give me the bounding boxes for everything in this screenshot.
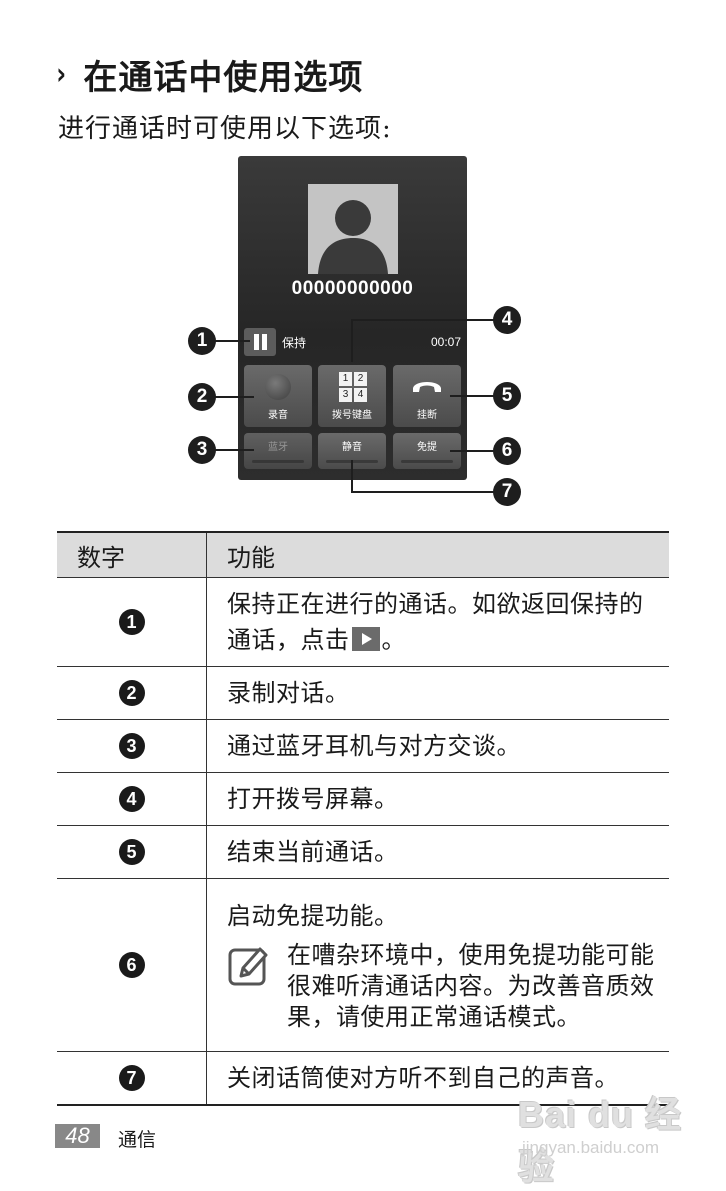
record-button[interactable]: 录音: [244, 365, 312, 427]
header-function: 功能: [206, 531, 669, 578]
row-number: 3: [118, 733, 145, 759]
bluetooth-label: 蓝牙: [268, 442, 288, 453]
page-number: 48: [55, 1124, 100, 1148]
note-text: 在嘈杂环境中，使用免提功能可能很难听清通话内容。为改善音质效果，请使用正常通话模…: [287, 940, 655, 1031]
row-text-suffix: 。: [381, 626, 406, 654]
baidu-watermark: Bai du 经验 jingyan.baidu.com: [518, 1086, 688, 1187]
table-row: 3 通过蓝牙耳机与对方交谈。: [57, 719, 669, 773]
callout-5: 5: [493, 382, 521, 410]
row-text: 打开拨号屏幕。: [227, 785, 399, 813]
chevron-icon: ›: [56, 57, 67, 92]
phone-number: 00000000000: [291, 278, 414, 299]
end-call-button[interactable]: 挂断: [393, 365, 461, 427]
keypad-key: 2: [354, 372, 367, 386]
table-row: 7 关闭话筒使对方听不到自己的声音。: [57, 1051, 669, 1106]
speaker-label: 免提: [417, 442, 437, 453]
page-title: 在通话中使用选项: [83, 58, 364, 98]
row-number: 1: [118, 609, 145, 635]
table-row: 5 结束当前通话。: [57, 825, 669, 879]
row-text: 保持正在进行的通话。如欲返回保持的通话，点击: [227, 590, 644, 654]
keypad-key: 4: [354, 388, 367, 402]
row-text: 关闭话筒使对方听不到自己的声音。: [227, 1064, 619, 1092]
callout-7: 7: [493, 478, 521, 506]
row-number: 7: [118, 1065, 145, 1091]
row-number: 6: [118, 952, 145, 978]
watermark-sub: jingyan.baidu.com: [522, 1138, 660, 1157]
bluetooth-indicator: [252, 460, 304, 463]
mute-button[interactable]: 静音: [318, 433, 386, 469]
hold-row: 保持 00:07: [244, 328, 463, 356]
row-number: 4: [118, 786, 145, 812]
end-call-label: 挂断: [417, 410, 437, 421]
mute-label: 静音: [342, 442, 362, 453]
speaker-button[interactable]: 免提: [393, 433, 461, 469]
call-screen: 00000000000 保持 00:07 录音 1 2 3 4 拨号键盘 挂断 …: [238, 156, 467, 480]
keypad-key: 3: [339, 388, 352, 402]
table-header-row: 数字 功能: [57, 531, 669, 578]
intro-text: 进行通话时可使用以下选项:: [58, 114, 392, 144]
keypad-label: 拨号键盘: [332, 410, 372, 421]
keypad-button[interactable]: 1 2 3 4 拨号键盘: [318, 365, 386, 427]
play-icon: [351, 627, 380, 651]
callout-2: 2: [188, 383, 216, 411]
watermark-main: Bai du 经验: [518, 1094, 683, 1187]
call-timer: 00:07: [430, 335, 461, 349]
speaker-indicator: [401, 460, 453, 463]
record-icon: [265, 374, 291, 400]
hold-button[interactable]: [244, 328, 276, 356]
end-call-icon: [413, 382, 441, 392]
row-number: 2: [118, 680, 145, 706]
row-number: 5: [118, 839, 145, 865]
note-box: 在嘈杂环境中，使用免提功能可能很难听清通话内容。为改善音质效果，请使用正常通话模…: [227, 940, 657, 1033]
section-name: 通信: [118, 1129, 157, 1151]
keypad-key: 1: [339, 372, 352, 386]
table-row: 1 保持正在进行的通话。如欲返回保持的通话，点击。: [57, 577, 669, 667]
callout-6: 6: [493, 437, 521, 465]
table-row: 6 启动免提功能。 在嘈杂环境中，使用免提功能可能很难听清通话内容。为改善音质效…: [57, 878, 669, 1052]
table-row: 2 录制对话。: [57, 666, 669, 720]
record-label: 录音: [268, 410, 288, 421]
bluetooth-button[interactable]: 蓝牙: [244, 433, 312, 469]
options-table: 数字 功能 1 保持正在进行的通话。如欲返回保持的通话，点击。 2 录制对话。 …: [57, 531, 669, 1106]
section-heading: › 在通话中使用选项: [55, 50, 363, 99]
row-text: 录制对话。: [227, 679, 350, 707]
row-text: 结束当前通话。: [227, 838, 399, 866]
row-text: 通过蓝牙耳机与对方交谈。: [227, 732, 521, 760]
mute-indicator: [326, 460, 378, 463]
table-row: 4 打开拨号屏幕。: [57, 772, 669, 826]
contact-photo: [308, 184, 398, 274]
keypad-icon: 1 2 3 4: [339, 372, 367, 402]
callout-3: 3: [188, 436, 216, 464]
note-pencil-icon: [228, 947, 268, 985]
hold-label: 保持: [282, 336, 307, 350]
header-number: 数字: [57, 531, 207, 578]
callout-1: 1: [188, 327, 216, 355]
callout-4: 4: [493, 306, 521, 334]
row-text: 启动免提功能。: [227, 901, 399, 930]
